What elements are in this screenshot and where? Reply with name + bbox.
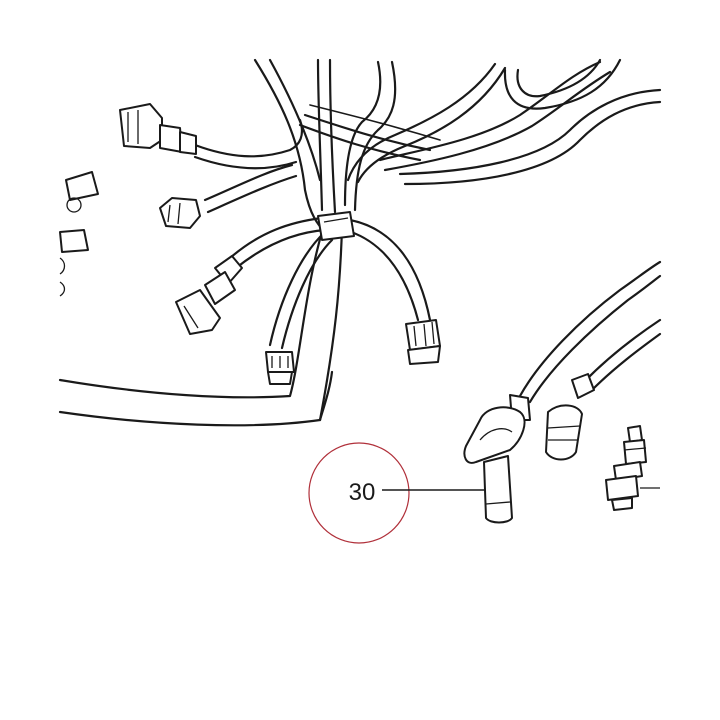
harness-branch-mid-left xyxy=(203,163,298,214)
callout-30: 30 xyxy=(308,442,486,544)
harness-main-loop xyxy=(58,226,344,427)
left-edge-parts xyxy=(59,171,99,297)
connector-lower-left xyxy=(175,255,243,335)
spark-plug-cap xyxy=(545,373,595,461)
ignition-lead-boot xyxy=(463,394,531,524)
ignition-leads-right xyxy=(518,260,662,404)
harness-branch-center-left xyxy=(268,230,334,350)
harness-junction-clamp xyxy=(317,211,355,241)
harness-branch-top-left xyxy=(193,118,304,170)
connector-mid-left xyxy=(159,197,201,229)
harness-branch-center-right xyxy=(343,218,432,322)
harness-branch-lower-left xyxy=(228,216,328,270)
harness-upper-trunk xyxy=(253,58,662,234)
spark-plug-icon xyxy=(605,425,660,511)
connector-top-left xyxy=(119,103,197,155)
callout-circle xyxy=(308,442,410,544)
connector-center-right xyxy=(405,319,441,365)
callout-number: 30 xyxy=(349,479,376,506)
harness-cross-wires xyxy=(298,104,441,162)
connector-center-left xyxy=(265,351,295,385)
